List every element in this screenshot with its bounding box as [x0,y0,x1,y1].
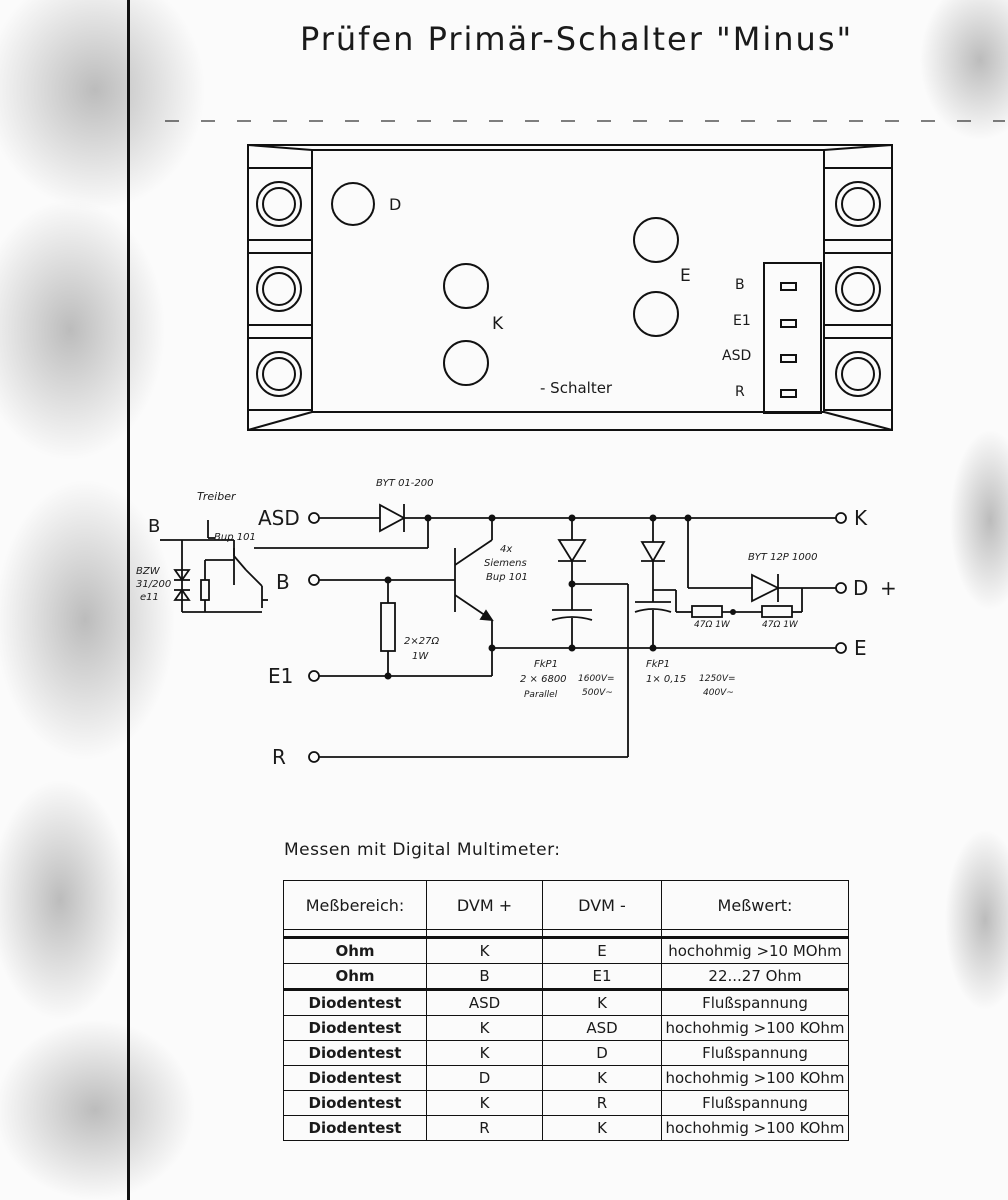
cell-dvm-minus: E1 [542,963,662,990]
table-row: Diodentest ASD K Flußspannung [283,988,849,1016]
label-bup-driver: Bup 101 [214,532,256,543]
terminal-d: D [853,576,869,600]
label-resistor-r1: 47Ω 1W [694,620,730,630]
label-fkp1-a-qty: 2 × 6800 [520,674,567,685]
cell-value: hochohmig >100 KOhm [661,1065,849,1091]
cell-range: Ohm [283,936,427,964]
table-row: Ohm B E1 22...27 Ohm [283,963,849,990]
cell-range: Diodentest [283,1090,427,1116]
cell-dvm-minus: ASD [542,1015,662,1041]
cell-dvm-plus: R [426,1115,543,1141]
pin-label-asd: ASD [722,348,752,364]
cell-range: Diodentest [283,1065,427,1091]
column-header-dvm-plus: DVM + [426,880,543,930]
cell-dvm-plus: B [426,963,543,990]
label-diode-top: BYT 01-200 [376,478,434,489]
pad-label-k: K [492,314,504,334]
table-spacer [283,929,849,938]
cell-dvm-plus: D [426,1065,543,1091]
table-row: Diodentest R K hochohmig >100 KOhm [283,1115,849,1141]
cell-value: Flußspannung [661,1040,849,1066]
label-fkp1-b-qty: 1× 0,15 [646,674,687,685]
label-resistor-value: 2×27Ω [404,636,440,647]
terminal-k: K [854,506,868,530]
cell-dvm-minus: R [542,1090,662,1116]
terminal-asd: ASD [258,506,300,530]
pad-label-e: E [680,266,691,286]
table-row: Diodentest K ASD hochohmig >100 KOhm [283,1015,849,1041]
table-header-row: Meßbereich: DVM + DVM - Meßwert: [283,880,849,930]
cell-range: Diodentest [283,1040,427,1066]
measurement-table: Meßbereich: DVM + DVM - Meßwert: Ohm K E… [283,880,849,1141]
label-transistor-maker: Siemens [484,558,527,569]
label-bzw-value: 31/200 [136,579,172,590]
column-header-dvm-minus: DVM - [542,880,662,930]
cell-dvm-plus: K [426,936,543,964]
label-fkp1-a: FkP1 [534,659,558,670]
label-fkp1-a-v2: 500V~ [582,688,613,698]
table-row: Diodentest D K hochohmig >100 KOhm [283,1065,849,1091]
cell-value: Flußspannung [661,1090,849,1116]
cell-dvm-minus: K [542,1115,662,1141]
label-bzw-extra: e11 [140,592,159,603]
terminal-b-left: B [148,516,161,537]
cell-range: Diodentest [283,1015,427,1041]
pin-label-b: B [735,277,745,293]
column-header-value: Meßwert: [661,880,849,930]
label-fkp1-b-v2: 400V~ [703,688,734,698]
label-fkp1-b-v1: 1250V= [699,674,736,684]
measurement-heading: Messen mit Digital Multimeter: [284,840,561,860]
pad-label-d: D [389,195,402,214]
terminal-d-plus: + [880,576,897,600]
label-fkp1-b: FkP1 [646,659,670,670]
pin-label-e1: E1 [733,313,751,329]
label-fkp1-a-v1: 1600V= [578,674,615,684]
cell-value: 22...27 Ohm [661,963,849,990]
cell-value: hochohmig >100 KOhm [661,1115,849,1141]
label-diode-right: BYT 12P 1000 [748,552,818,563]
table-row: Diodentest K D Flußspannung [283,1040,849,1066]
terminal-e1: E1 [268,664,294,688]
label-resistor-power: 1W [412,651,429,662]
page-title: Prüfen Primär-Schalter "Minus" [300,20,854,58]
terminal-e: E [854,636,867,660]
cell-value: hochohmig >10 MOhm [661,936,849,964]
module-label: - Schalter [540,379,613,397]
label-transistor-count: 4x [500,544,513,555]
cell-range: Diodentest [283,988,427,1016]
cell-range: Diodentest [283,1115,427,1141]
cell-dvm-plus: K [426,1040,543,1066]
table-row: Ohm K E hochohmig >10 MOhm [283,936,849,964]
pin-label-r: R [735,384,745,400]
cell-dvm-minus: K [542,988,662,1016]
label-resistor-r2: 47Ω 1W [762,620,798,630]
label-bzw: BZW [136,566,160,577]
cell-dvm-plus: K [426,1015,543,1041]
cell-value: Flußspannung [661,988,849,1016]
label-fkp1-a-parallel: Parallel [524,690,558,700]
terminal-b: B [276,570,290,594]
terminal-r: R [272,745,286,769]
label-transistor-type: Bup 101 [486,572,528,583]
cell-dvm-minus: D [542,1040,662,1066]
cell-dvm-minus: K [542,1065,662,1091]
cell-value: hochohmig >100 KOhm [661,1015,849,1041]
label-treiber: Treiber [197,490,236,503]
cell-dvm-minus: E [542,936,662,964]
cell-range: Ohm [283,963,427,990]
page-spine-line [127,0,130,1200]
table-row: Diodentest K R Flußspannung [283,1090,849,1116]
cell-dvm-plus: K [426,1090,543,1116]
cell-dvm-plus: ASD [426,988,543,1016]
column-header-range: Meßbereich: [283,880,427,930]
